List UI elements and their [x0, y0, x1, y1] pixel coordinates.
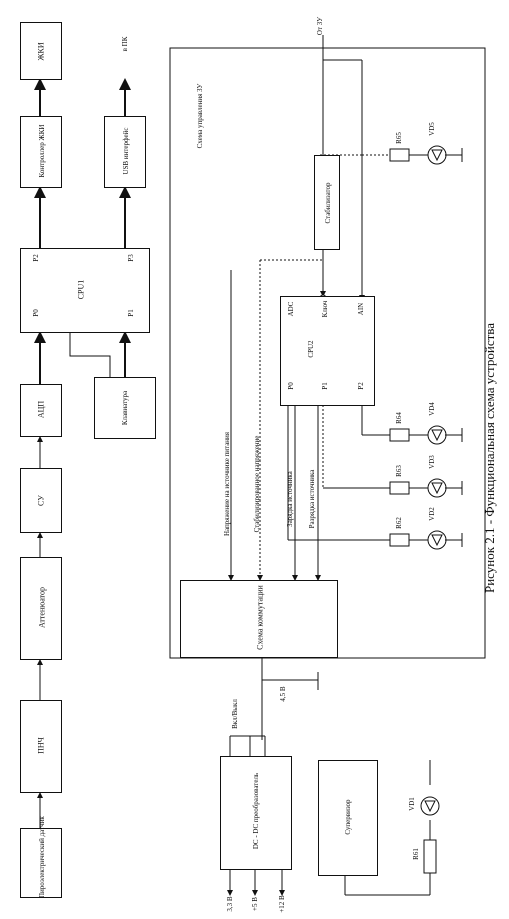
sig-battery-discharge: Разрядка источника: [308, 469, 316, 529]
adc-label: АЦП: [36, 400, 46, 419]
usb-label: USB интерфейс: [122, 127, 130, 175]
cpu1-p1: P1: [127, 309, 135, 317]
vd3-label: VD3: [428, 455, 436, 469]
cpu1-p2: P2: [32, 254, 40, 262]
cpu2-p0: P0: [287, 382, 295, 390]
lcd-controller-block: Контроллер ЖКИ: [20, 116, 62, 188]
r61-label: R61: [412, 848, 420, 860]
pyro-sensor-block: Пироэлектрический датчик: [20, 816, 62, 898]
switch-circuit-block: Схема коммутации: [180, 580, 338, 658]
sig-charge-voltage: Напряжение на источнике питания: [223, 431, 231, 537]
sig-stab-voltage: Стабилизированное напряжение: [253, 435, 261, 533]
battery-label: 4,5 В: [279, 686, 287, 702]
usb-block: USB интерфейс: [104, 116, 146, 188]
pyro-sensor-label: Пироэлектрический датчик: [38, 816, 46, 898]
vd2-label: VD2: [428, 507, 436, 521]
supervisor-block: Супервизор: [318, 760, 378, 876]
cpu2-key: Ключ: [321, 300, 329, 318]
cpu2-block: CPU2 P0 P1 P2 ADC Ключ AIN: [280, 296, 375, 406]
lcd-block: ЖКИ: [20, 22, 62, 80]
su-block: СУ: [20, 468, 62, 533]
su-label: СУ: [36, 495, 46, 506]
supervisor-label: Супервизор: [344, 799, 352, 835]
stabilizer-label: Стабилизатор: [324, 182, 332, 224]
preamp-label: ПНЧ: [36, 737, 46, 754]
adc-block: АЦП: [20, 384, 62, 437]
dcdc-label: DC - DC преобразователь: [252, 772, 260, 850]
stabilizer-block: Стабилизатор: [314, 155, 340, 250]
r65-label: R65: [395, 132, 403, 144]
lcd-label: ЖКИ: [36, 42, 46, 61]
charger-title: Схема управления ЗУ: [196, 83, 204, 149]
r62-label: R62: [395, 517, 403, 529]
out-12-label: +12 В: [278, 895, 286, 913]
from-charger-label: От ЗУ: [316, 16, 324, 36]
charger-box-frame: [169, 47, 486, 659]
cpu1-p0: P0: [32, 309, 40, 317]
sig-battery-charge: Зарядка источника: [286, 471, 294, 527]
preamp-block: ПНЧ: [20, 700, 62, 793]
vd4-label: VD4: [428, 402, 436, 416]
cpu2-adc: ADC: [287, 301, 295, 317]
cpu2-p1: P1: [321, 382, 329, 390]
keyboard-label: Клавиатура: [121, 390, 129, 426]
dcdc-block: DC - DC преобразователь: [220, 756, 292, 870]
to-pc-label: в ПК: [121, 36, 129, 52]
r63-label: R63: [395, 465, 403, 477]
resistors: [389, 148, 437, 874]
vd5-label: VD5: [428, 122, 436, 136]
cpu2-label: CPU2: [307, 340, 315, 358]
keyboard-block: Клавиатура: [94, 377, 156, 439]
leds: [420, 145, 463, 816]
cpu1-p3: P3: [127, 254, 135, 262]
out-5-label: +5 В: [251, 897, 259, 911]
lcd-controller-label: Контроллер ЖКИ: [38, 124, 46, 178]
vd1-label: VD1: [408, 797, 416, 811]
r64-label: R64: [395, 412, 403, 424]
cpu1-label: CPU1: [76, 279, 86, 300]
attenuator-block: Аттенюатор: [20, 557, 62, 660]
figure-caption: Рисунок 2.1 - Функциональная схема устро…: [482, 322, 497, 594]
cpu2-ain: AIN: [357, 302, 365, 316]
cpu2-p2: P2: [357, 382, 365, 390]
switch-circuit-label: Схема коммутации: [255, 585, 265, 650]
out-33-label: 3,3 В: [226, 896, 234, 912]
cpu1-block: CPU1 P0 P2 P1 P3: [20, 248, 150, 333]
switch-label: Вкл/Выкл: [231, 699, 239, 729]
wire-cpu1-kbd: [69, 333, 111, 377]
attenuator-label: Аттенюатор: [37, 587, 47, 628]
